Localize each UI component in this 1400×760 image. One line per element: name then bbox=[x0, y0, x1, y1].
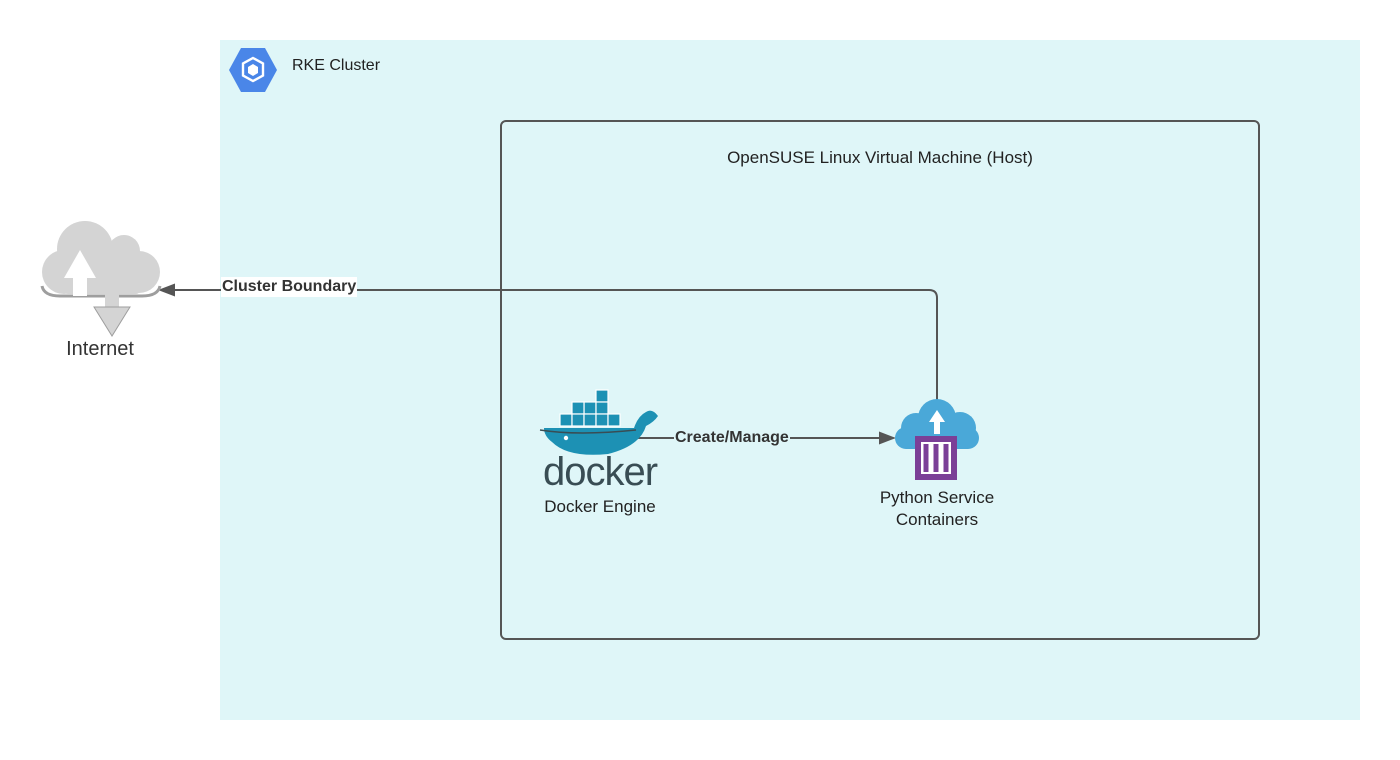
container-cloud-icon bbox=[895, 399, 979, 480]
boundary-arrowhead bbox=[158, 283, 175, 297]
docker-whale-icon bbox=[539, 389, 658, 455]
internet-cloud-icon bbox=[40, 221, 162, 337]
manage-arrowhead bbox=[879, 431, 896, 445]
python-label-line2: Containers bbox=[895, 510, 979, 529]
rke-cluster-zone bbox=[220, 40, 1360, 720]
python-containers-label: Python Service Containers bbox=[856, 487, 1018, 531]
cluster-title: RKE Cluster bbox=[292, 57, 381, 74]
create-manage-label: Create/Manage bbox=[674, 428, 790, 448]
internet-label: Internet bbox=[66, 338, 134, 360]
docker-logo-text: docker bbox=[542, 450, 658, 494]
docker-engine-label: Docker Engine bbox=[544, 497, 656, 516]
cluster-boundary-label: Cluster Boundary bbox=[221, 277, 358, 297]
rke-hexagon-icon bbox=[229, 48, 277, 92]
vm-title: OpenSUSE Linux Virtual Machine (Host) bbox=[727, 148, 1033, 167]
boundary-connector bbox=[174, 289, 938, 400]
python-label-line1: Python Service bbox=[879, 488, 995, 507]
vm-host-box bbox=[500, 120, 1260, 640]
